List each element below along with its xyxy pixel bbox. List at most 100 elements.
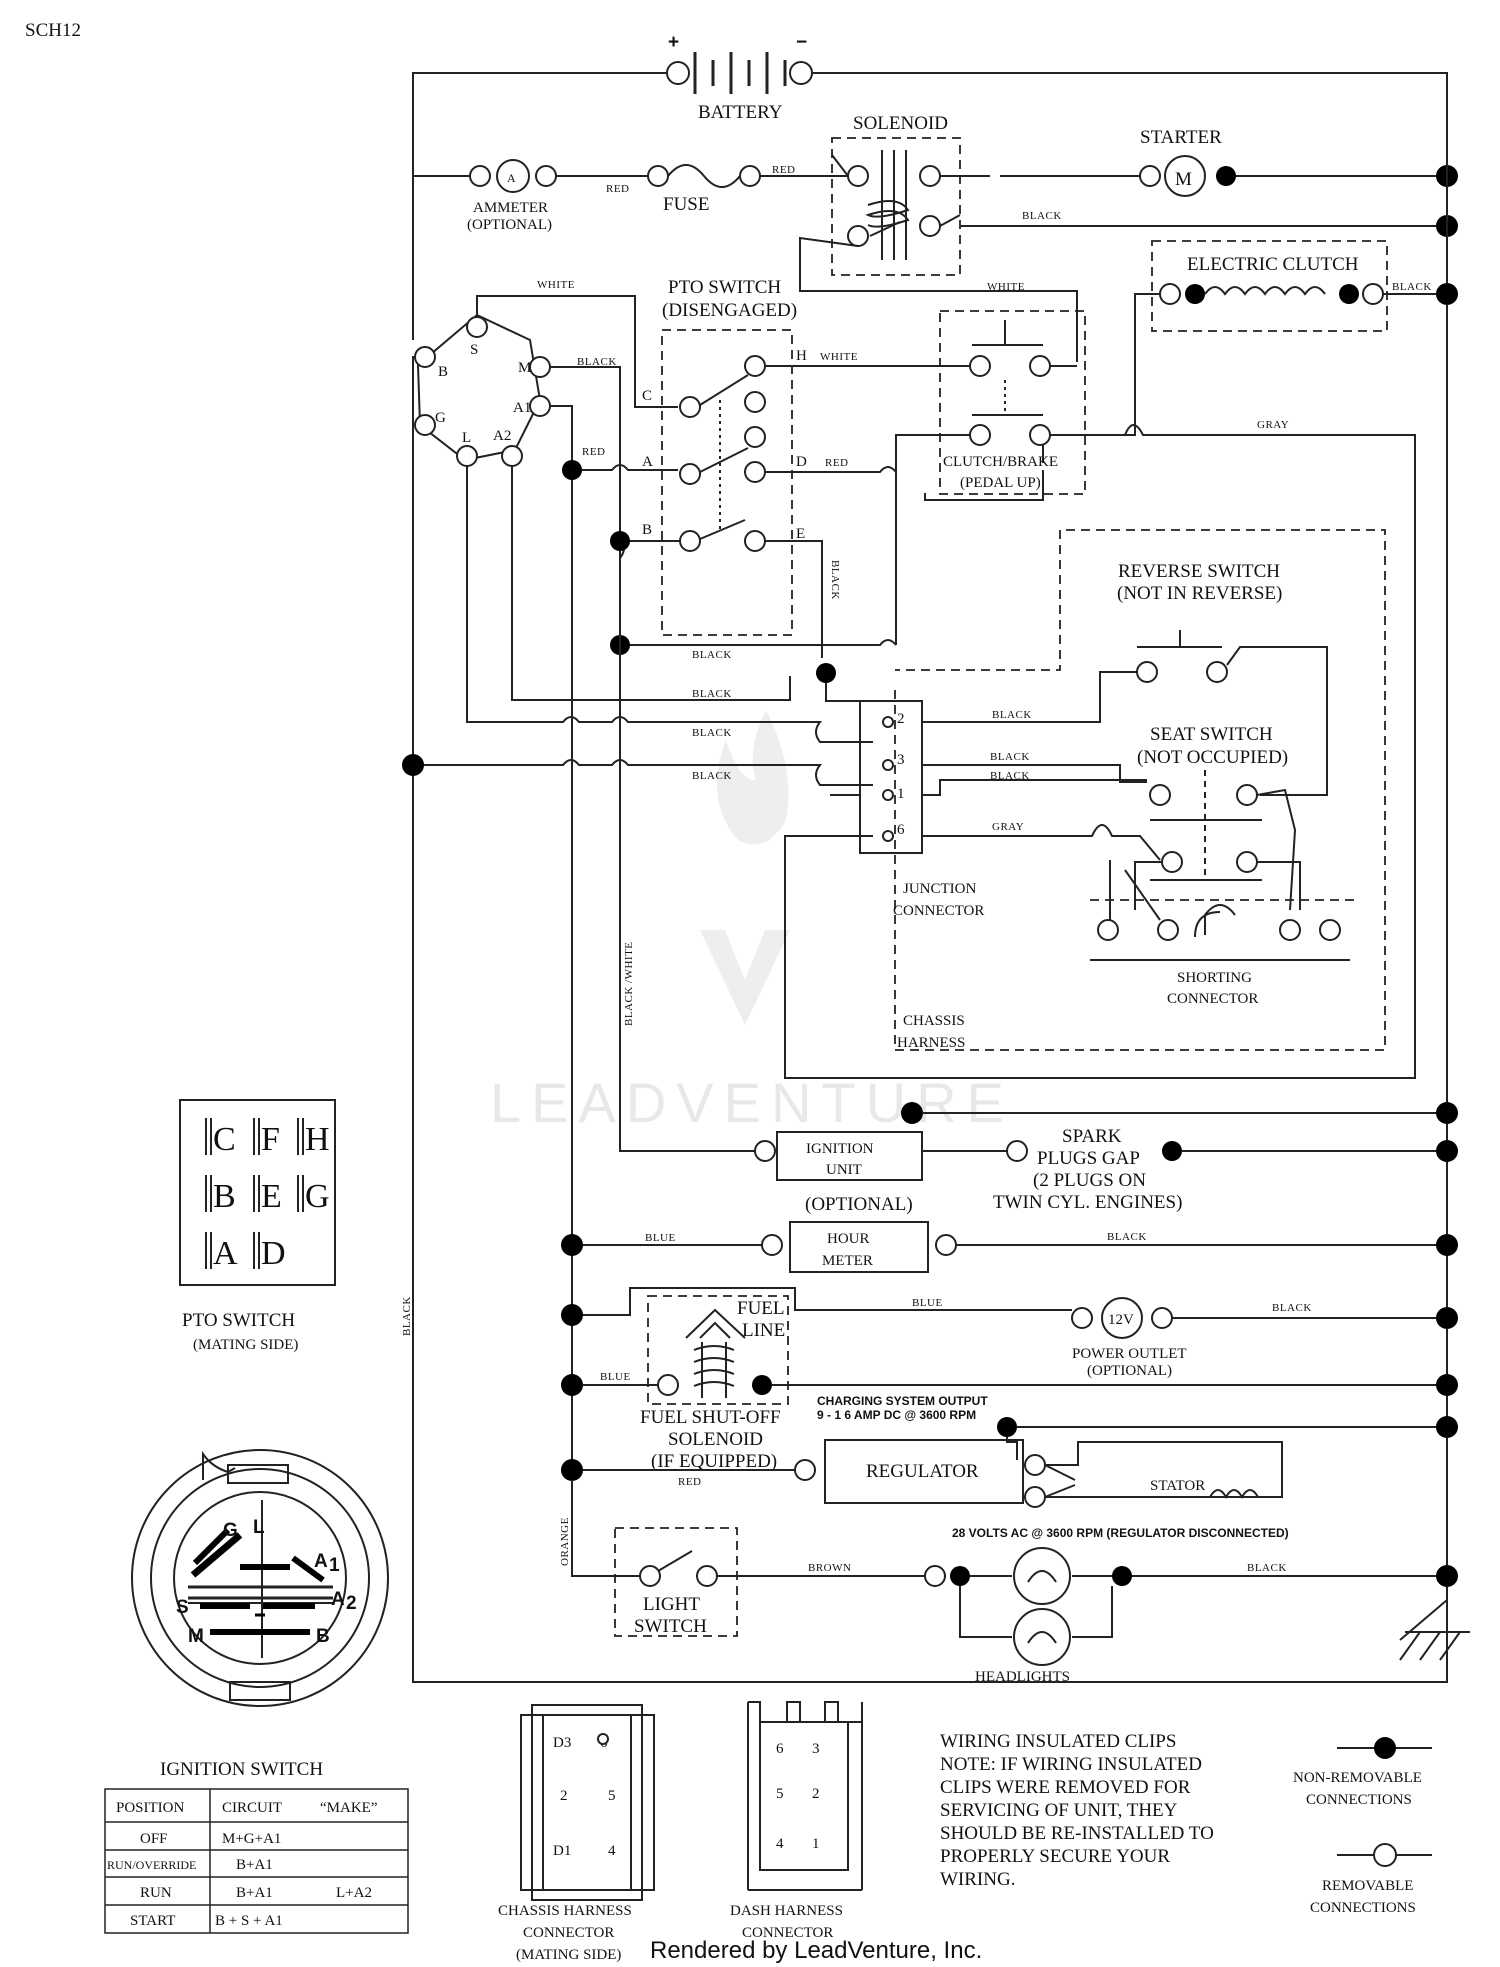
- svg-text:D: D: [796, 454, 807, 470]
- svg-text:BLACK: BLACK: [1392, 281, 1432, 293]
- svg-text:G: G: [435, 410, 446, 426]
- svg-text:HEADLIGHTS: HEADLIGHTS: [975, 1669, 1070, 1685]
- svg-text:(IF EQUIPPED): (IF EQUIPPED): [651, 1451, 777, 1472]
- page-code: SCH12: [25, 20, 81, 41]
- svg-text:HOUR: HOUR: [827, 1231, 870, 1247]
- svg-text:CLIPS WERE REMOVED FOR: CLIPS WERE REMOVED FOR: [940, 1777, 1191, 1798]
- stator: STATOR 28 VOLTS AC @ 3600 RPM (REGULATOR…: [952, 1441, 1289, 1540]
- wiring-notes: WIRING INSULATED CLIPS NOTE: IF WIRING I…: [940, 1731, 1214, 1890]
- svg-text:H: H: [796, 348, 807, 364]
- svg-text:2: 2: [812, 1786, 820, 1802]
- svg-text:OFF: OFF: [140, 1831, 168, 1847]
- chassis-harness: [894, 529, 1386, 1051]
- svg-text:FUSE: FUSE: [663, 194, 709, 215]
- svg-text:A: A: [642, 454, 653, 470]
- svg-text:SHORTING: SHORTING: [1177, 970, 1252, 986]
- svg-text:M: M: [1175, 169, 1192, 190]
- svg-text:C: C: [642, 388, 652, 404]
- svg-text:(2 PLUGS ON: (2 PLUGS ON: [1033, 1170, 1146, 1191]
- svg-text:WHITE: WHITE: [537, 279, 575, 291]
- svg-text:2: 2: [897, 711, 905, 727]
- svg-text:BLACK: BLACK: [1272, 1302, 1312, 1314]
- svg-text:GRAY: GRAY: [1257, 419, 1289, 431]
- right-bus: [1335, 73, 1448, 1683]
- svg-text:ORANGE: ORANGE: [559, 1517, 571, 1566]
- svg-text:RED: RED: [582, 446, 606, 458]
- svg-text:A2: A2: [493, 428, 511, 444]
- battery: + − BATTERY: [412, 32, 1448, 173]
- svg-text:BLACK: BLACK: [692, 727, 732, 739]
- svg-text:BLACK /WHITE: BLACK /WHITE: [623, 941, 635, 1026]
- svg-text:WHITE: WHITE: [820, 351, 858, 363]
- svg-text:CONNECTIONS: CONNECTIONS: [1310, 1900, 1416, 1916]
- connection-legend: NON-REMOVABLE CONNECTIONS REMOVABLE CONN…: [1293, 1737, 1432, 1916]
- svg-text:RED: RED: [606, 183, 630, 195]
- ground-icon: [1399, 1599, 1470, 1661]
- spark-plugs: SPARK PLUGS GAP (2 PLUGS ON TWIN CYL. EN…: [993, 1126, 1182, 1213]
- svg-text:4: 4: [608, 1843, 616, 1859]
- electric-clutch: ELECTRIC CLUTCH: [1151, 240, 1388, 332]
- svg-text:METER: METER: [822, 1253, 873, 1269]
- svg-text:RED: RED: [678, 1476, 702, 1488]
- svg-text:FUEL SHUT-OFF: FUEL SHUT-OFF: [640, 1407, 781, 1428]
- svg-text:(NOT OCCUPIED): (NOT OCCUPIED): [1137, 747, 1288, 768]
- svg-text:3: 3: [897, 752, 905, 768]
- svg-text:4: 4: [776, 1836, 784, 1852]
- svg-text:BLACK: BLACK: [829, 560, 841, 600]
- svg-text:CIRCUIT: CIRCUIT: [222, 1800, 282, 1816]
- svg-text:CONNECTOR: CONNECTOR: [893, 903, 984, 919]
- svg-text:(NOT IN REVERSE): (NOT IN REVERSE): [1117, 583, 1282, 604]
- svg-text:BLACK: BLACK: [992, 709, 1032, 721]
- svg-text:CHASSIS HARNESS: CHASSIS HARNESS: [498, 1903, 632, 1919]
- svg-text:PROPERLY SECURE YOUR: PROPERLY SECURE YOUR: [940, 1846, 1170, 1867]
- svg-text:CLUTCH/BRAKE: CLUTCH/BRAKE: [943, 454, 1058, 470]
- svg-text:BLACK: BLACK: [1022, 210, 1062, 222]
- svg-text:BLUE: BLUE: [912, 1297, 943, 1309]
- svg-text:2: 2: [346, 1593, 357, 1614]
- svg-text:B+A1: B+A1: [236, 1885, 273, 1901]
- ignition-table: POSITION CIRCUIT “MAKE” OFF M+G+A1 RUN/O…: [104, 1788, 409, 1934]
- svg-text:L: L: [462, 430, 471, 446]
- svg-text:A1: A1: [513, 400, 531, 416]
- battery-label: BATTERY: [698, 102, 783, 123]
- svg-text:CONNECTIONS: CONNECTIONS: [1306, 1792, 1412, 1808]
- svg-text:BLACK: BLACK: [692, 688, 732, 700]
- svg-text:POSITION: POSITION: [116, 1800, 185, 1816]
- svg-text:SOLENOID: SOLENOID: [853, 113, 948, 134]
- svg-text:CONNECTOR: CONNECTOR: [523, 1925, 614, 1941]
- flame-icon: [716, 710, 789, 845]
- svg-text:REVERSE SWITCH: REVERSE SWITCH: [1118, 561, 1280, 582]
- svg-text:POWER OUTLET: POWER OUTLET: [1072, 1346, 1187, 1362]
- battery-minus: −: [796, 32, 807, 53]
- svg-text:SEAT SWITCH: SEAT SWITCH: [1150, 724, 1273, 745]
- svg-text:CONNECTOR: CONNECTOR: [742, 1925, 833, 1941]
- svg-text:M+G+A1: M+G+A1: [222, 1831, 281, 1847]
- svg-text:STARTER: STARTER: [1140, 127, 1222, 148]
- svg-text:GRAY: GRAY: [992, 821, 1024, 833]
- shorting-connector: SHORTING CONNECTOR: [1090, 860, 1360, 1007]
- svg-text:(OPTIONAL): (OPTIONAL): [805, 1194, 913, 1215]
- svg-text:PTO SWITCH: PTO SWITCH: [182, 1310, 295, 1331]
- svg-text:BLACK: BLACK: [692, 649, 732, 661]
- svg-text:BLACK: BLACK: [577, 356, 617, 368]
- svg-text:UNIT: UNIT: [826, 1162, 862, 1178]
- svg-text:BLACK: BLACK: [990, 770, 1030, 782]
- svg-text:2: 2: [560, 1788, 568, 1804]
- hour-meter: (OPTIONAL) HOUR METER: [761, 1194, 957, 1273]
- svg-text:IGNITION SWITCH: IGNITION SWITCH: [160, 1759, 323, 1780]
- svg-text:9 - 1 6 AMP DC @ 3600 RPM: 9 - 1 6 AMP DC @ 3600 RPM: [817, 1408, 976, 1422]
- power-outlet: 12V POWER OUTLET (OPTIONAL): [1071, 1297, 1187, 1379]
- svg-text:H: H: [305, 1121, 330, 1158]
- svg-text:E: E: [261, 1178, 282, 1215]
- ignition-unit: IGNITION UNIT: [754, 1131, 923, 1181]
- svg-text:WHITE: WHITE: [987, 281, 1025, 293]
- svg-text:28 VOLTS AC @ 3600 RPM (REGULA: 28 VOLTS AC @ 3600 RPM (REGULATOR DISCON…: [952, 1526, 1289, 1540]
- v-logo-icon: [700, 930, 790, 1025]
- svg-text:B: B: [438, 364, 448, 380]
- svg-text:LINE: LINE: [742, 1320, 785, 1341]
- svg-text:AMMETER: AMMETER: [473, 200, 548, 216]
- svg-text:M: M: [188, 1626, 204, 1647]
- svg-text:REGULATOR: REGULATOR: [866, 1461, 979, 1482]
- fuel-shutoff-solenoid: FUEL LINE FUEL SHUT-OFF SOLENOID (IF EQU…: [640, 1295, 789, 1472]
